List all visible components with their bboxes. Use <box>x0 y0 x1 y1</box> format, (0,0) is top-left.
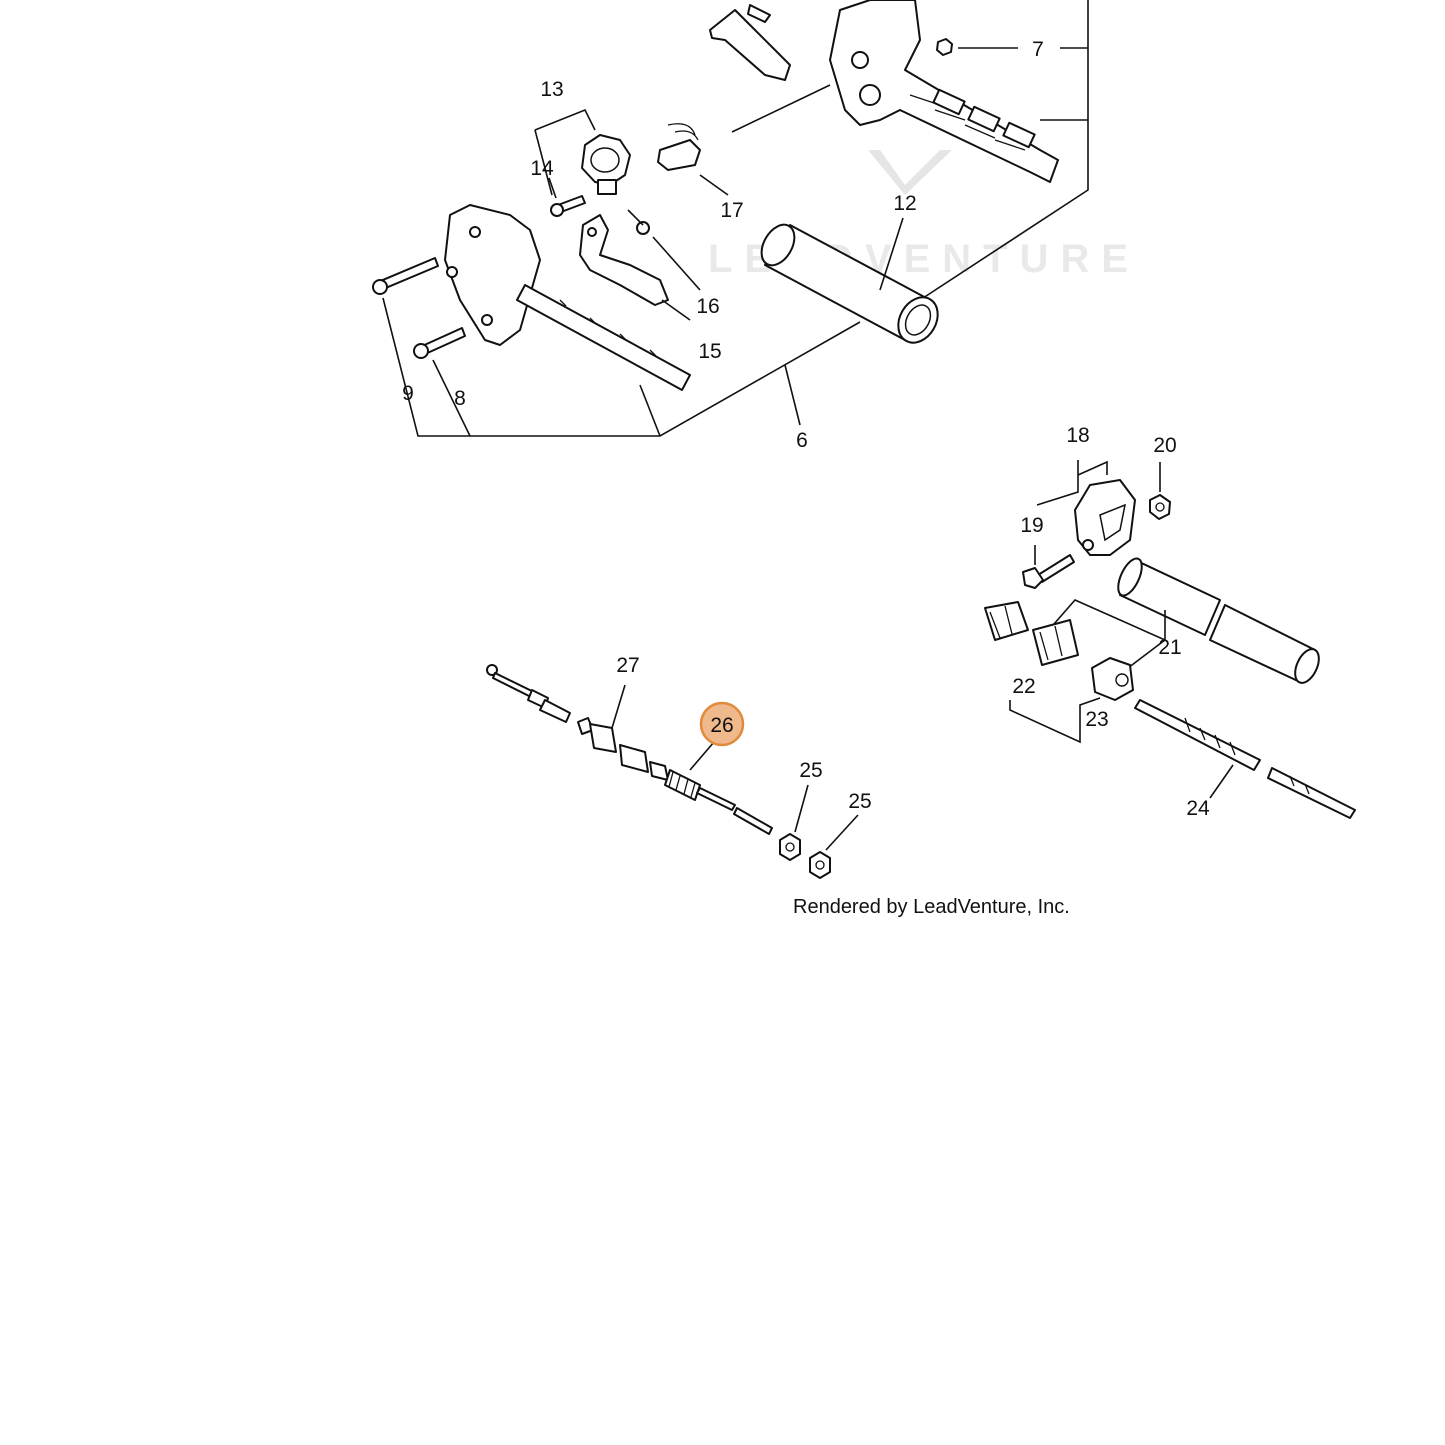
callout-24[interactable]: 24 <box>1186 797 1210 820</box>
callout-16[interactable]: 16 <box>696 295 719 318</box>
lever-15 <box>579 214 691 321</box>
render-credit: Rendered by LeadVenture, Inc. <box>793 896 1070 918</box>
callout-25-b[interactable]: 25 <box>848 790 871 813</box>
spring-17 <box>657 123 729 196</box>
throttle-housing-6 <box>372 204 861 437</box>
nut-23 <box>1009 657 1134 744</box>
clamp-13 <box>534 108 631 196</box>
callout-8[interactable]: 8 <box>454 387 466 410</box>
callout-20[interactable]: 20 <box>1153 434 1176 457</box>
callout-7[interactable]: 7 <box>1032 38 1044 61</box>
collar-22 <box>984 601 1079 666</box>
nut-7 <box>936 38 953 56</box>
nuts-25 <box>779 784 859 879</box>
screw-14 <box>548 177 586 217</box>
callout-25-a[interactable]: 25 <box>799 759 822 782</box>
tube-12 <box>760 217 939 344</box>
callout-26-highlight <box>699 701 745 747</box>
shaft-24 <box>1134 699 1356 819</box>
pin-16 <box>627 209 701 291</box>
callout-6[interactable]: 6 <box>796 429 808 452</box>
callout-14[interactable]: 14 <box>530 157 554 180</box>
callout-26[interactable]: 26 <box>710 714 733 737</box>
tube-21 <box>1039 557 1320 684</box>
clamp-18 <box>1036 460 1136 556</box>
callout-19[interactable]: 19 <box>1020 514 1043 537</box>
callout-27[interactable]: 27 <box>616 654 639 677</box>
callout-18[interactable]: 18 <box>1066 424 1089 447</box>
callout-22[interactable]: 22 <box>1012 675 1035 698</box>
callout-9[interactable]: 9 <box>402 382 414 405</box>
callout-13[interactable]: 13 <box>540 78 563 101</box>
callout-21[interactable]: 21 <box>1158 636 1181 659</box>
callout-17[interactable]: 17 <box>720 199 743 222</box>
nut-20 <box>1149 462 1171 520</box>
callout-15[interactable]: 15 <box>698 340 721 363</box>
leadventure-v-logo-icon <box>868 150 952 195</box>
bolt-19 <box>1022 545 1075 589</box>
cable-26 <box>619 734 773 835</box>
callout-23[interactable]: 23 <box>1085 708 1108 731</box>
cable-27 <box>486 664 626 753</box>
handle-frame-assembly <box>709 0 1089 301</box>
callout-12[interactable]: 12 <box>893 192 916 215</box>
